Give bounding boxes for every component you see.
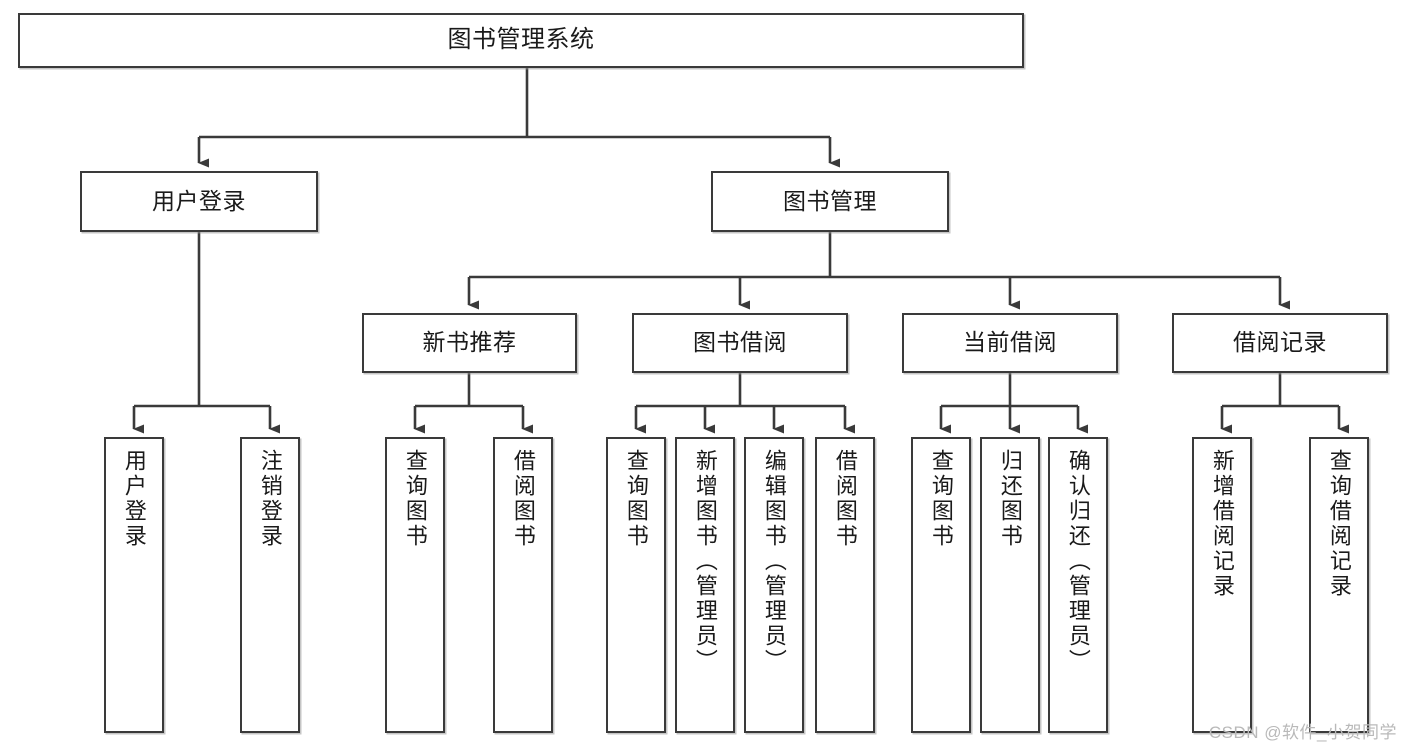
node-leaf-query-record[interactable]: 查询借阅记录 xyxy=(1309,437,1369,733)
node-borrow-record[interactable]: 借阅记录 xyxy=(1172,313,1388,373)
node-leaf-add-record[interactable]: 新增借阅记录 xyxy=(1192,437,1252,733)
node-leaf-query-book-2[interactable]: 查询图书 xyxy=(606,437,666,733)
node-label: 查询借阅记录 xyxy=(1326,449,1352,599)
node-label: 图书管理系统 xyxy=(447,26,595,54)
node-label: 查询图书 xyxy=(623,449,649,549)
node-book-manage[interactable]: 图书管理 xyxy=(711,171,949,232)
node-leaf-add-book[interactable]: 新增图书（管理员） xyxy=(675,437,735,733)
node-book-borrow[interactable]: 图书借阅 xyxy=(632,313,848,373)
node-label: 查询图书 xyxy=(928,449,954,549)
node-label: 确认归还（管理员） xyxy=(1065,449,1091,674)
node-label: 用户登录 xyxy=(121,449,147,549)
node-new-book-recommend[interactable]: 新书推荐 xyxy=(362,313,577,373)
node-leaf-borrow-book-2[interactable]: 借阅图书 xyxy=(815,437,875,733)
node-leaf-borrow-book-1[interactable]: 借阅图书 xyxy=(493,437,553,733)
node-label: 注销登录 xyxy=(257,449,283,549)
node-leaf-return-book[interactable]: 归还图书 xyxy=(980,437,1040,733)
node-label: 借阅图书 xyxy=(510,449,536,549)
node-label: 借阅图书 xyxy=(832,449,858,549)
node-leaf-query-book-3[interactable]: 查询图书 xyxy=(911,437,971,733)
node-label: 图书借阅 xyxy=(693,329,787,356)
node-root-system[interactable]: 图书管理系统 xyxy=(18,13,1024,68)
node-label: 新增借阅记录 xyxy=(1209,449,1235,599)
node-leaf-edit-book[interactable]: 编辑图书（管理员） xyxy=(744,437,804,733)
node-label: 查询图书 xyxy=(402,449,428,549)
node-user-login[interactable]: 用户登录 xyxy=(80,171,318,232)
node-label: 图书管理 xyxy=(783,187,877,214)
node-current-borrow[interactable]: 当前借阅 xyxy=(902,313,1118,373)
node-label: 借阅记录 xyxy=(1233,329,1327,356)
node-leaf-query-book-1[interactable]: 查询图书 xyxy=(385,437,445,733)
node-label: 新书推荐 xyxy=(422,329,517,356)
node-label: 当前借阅 xyxy=(963,329,1057,356)
node-label: 用户登录 xyxy=(152,187,246,214)
node-leaf-logout-login[interactable]: 注销登录 xyxy=(240,437,300,733)
node-label: 新增图书（管理员） xyxy=(692,449,718,674)
node-label: 编辑图书（管理员） xyxy=(761,449,787,674)
node-leaf-confirm-return[interactable]: 确认归还（管理员） xyxy=(1048,437,1108,733)
node-leaf-user-login[interactable]: 用户登录 xyxy=(104,437,164,733)
node-label: 归还图书 xyxy=(997,449,1023,549)
csdn-watermark: CSDN @软件_小贺同学 xyxy=(1208,723,1397,742)
